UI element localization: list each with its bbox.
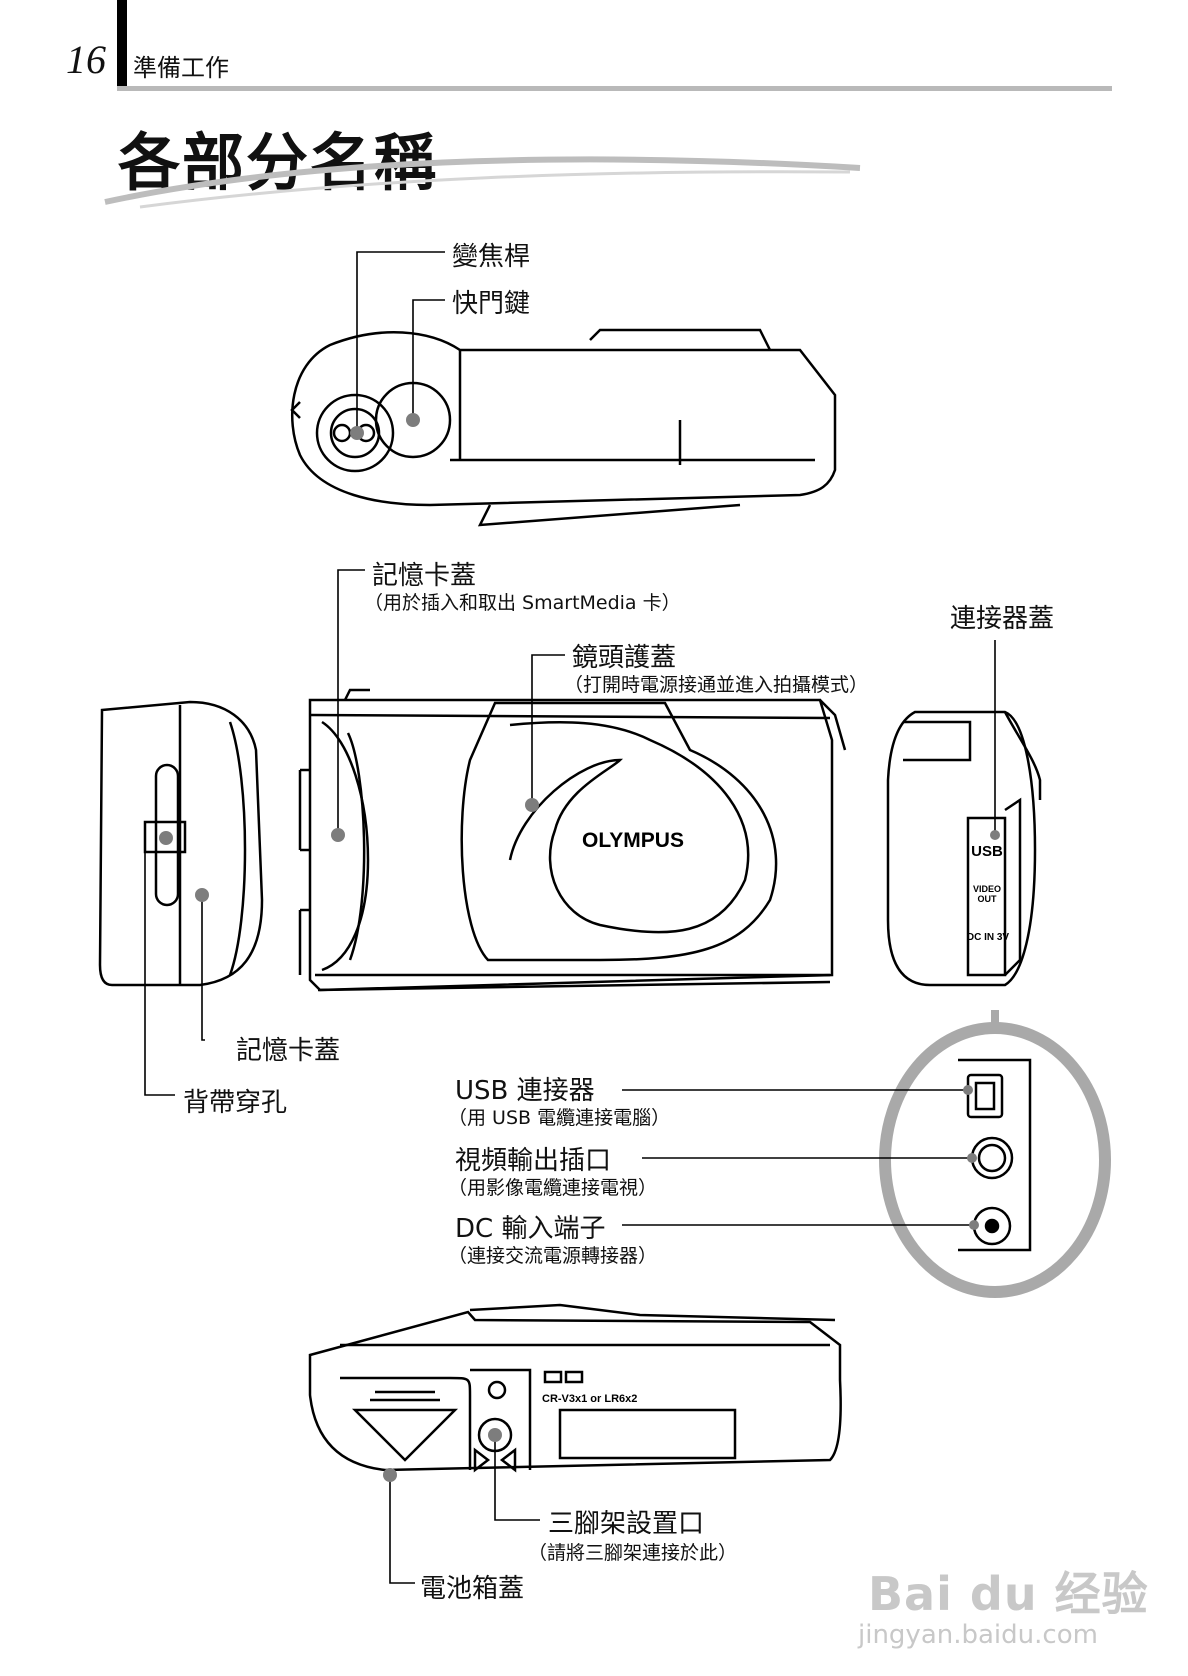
label-zoom-lever: 變焦桿 bbox=[452, 242, 531, 272]
camera-top-view bbox=[290, 328, 837, 527]
label-card-cover-side: 記憶卡蓋 bbox=[236, 1036, 341, 1066]
note-lens-cover: （打開時電源接通並進入拍攝模式） bbox=[564, 674, 869, 696]
label-shutter-button: 快門鍵 bbox=[452, 289, 531, 319]
label-battery-cover: 電池箱蓋 bbox=[420, 1574, 525, 1604]
camera-front-view bbox=[298, 688, 847, 992]
label-strap-eyelet: 背帶穿孔 bbox=[183, 1088, 288, 1118]
camera-left-side-view bbox=[98, 700, 264, 987]
watermark-logo: Bai du 经验 bbox=[868, 1567, 1149, 1621]
callout-dots bbox=[159, 413, 1000, 1482]
label-tripod-socket: 三腳架設置口 bbox=[548, 1509, 705, 1539]
header-rule bbox=[117, 86, 1112, 91]
label-card-cover-top: 記憶卡蓋 bbox=[372, 561, 477, 591]
label-dc-in: DC 輸入端子 bbox=[455, 1214, 606, 1244]
port-video-label-1: VIDEO bbox=[973, 884, 1001, 894]
port-usb-label: USB bbox=[971, 843, 1003, 860]
title-swoosh bbox=[104, 156, 861, 205]
brand-logo: OLYMPUS bbox=[582, 829, 684, 852]
port-video-label-2: OUT bbox=[978, 894, 998, 904]
camera-bottom-view bbox=[308, 1303, 842, 1473]
page-number: 16 bbox=[66, 37, 106, 82]
section-title: 準備工作 bbox=[133, 54, 229, 82]
label-lens-cover: 鏡頭護蓋 bbox=[572, 643, 677, 673]
watermark-url: jingyan.baidu.com bbox=[858, 1620, 1098, 1650]
note-card-cover-top: （用於插入和取出 SmartMedia 卡） bbox=[364, 592, 681, 614]
label-usb-connector: USB 連接器 bbox=[455, 1076, 595, 1106]
port-dc-label: DC IN 3V bbox=[967, 932, 1010, 943]
battery-spec: CR-V3x1 or LR6x2 bbox=[542, 1393, 637, 1405]
label-video-out: 視頻輸出插口 bbox=[455, 1146, 612, 1176]
note-usb-connector: （用 USB 電纜連接電腦） bbox=[448, 1107, 671, 1129]
note-dc-in: （連接交流電源轉接器） bbox=[448, 1245, 658, 1267]
note-video-out: （用影像電纜連接電視） bbox=[448, 1177, 658, 1199]
note-tripod-socket: （請將三腳架連接於此） bbox=[528, 1542, 738, 1564]
leader-lines bbox=[144, 251, 996, 1584]
label-connector-cover: 連接器蓋 bbox=[950, 604, 1055, 634]
header-bar bbox=[117, 0, 127, 88]
connector-detail bbox=[879, 1010, 1111, 1298]
camera-right-side-view bbox=[886, 710, 1042, 987]
